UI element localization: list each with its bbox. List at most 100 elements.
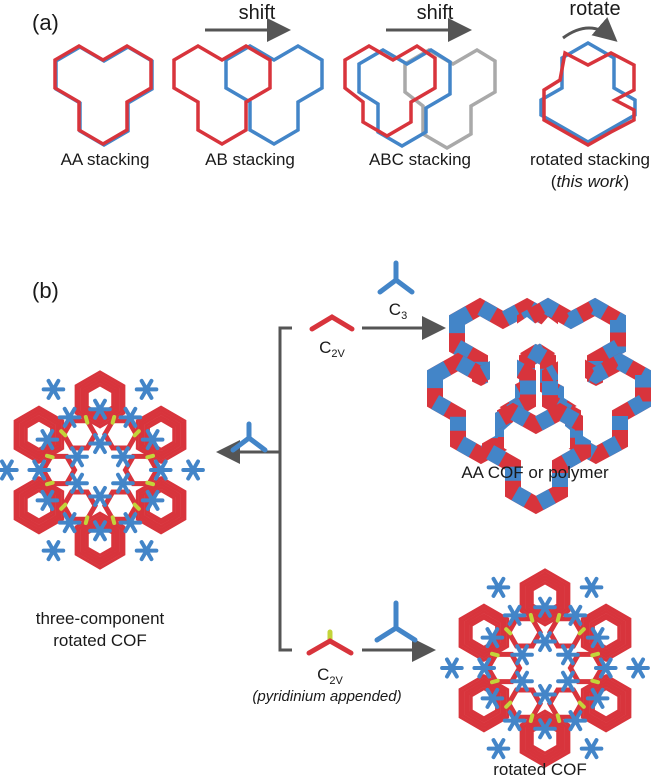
three-component-rotated-cof-structure bbox=[0, 370, 205, 570]
cof-node-star bbox=[472, 657, 497, 679]
c2v-label: C2V bbox=[319, 338, 345, 360]
cof-node-star bbox=[134, 540, 159, 562]
cof-pyridinium-stub bbox=[555, 612, 562, 623]
caption-abc-stacking: ABC stacking bbox=[368, 150, 472, 169]
cof-node-star bbox=[510, 670, 534, 692]
cof-node-star bbox=[486, 738, 511, 760]
cof-pyridinium-stub bbox=[590, 651, 601, 658]
c3-linker-icon bbox=[377, 260, 415, 295]
cof-pyridinium-stub bbox=[577, 700, 586, 709]
cof-node-star bbox=[181, 459, 205, 481]
c3-label: C3 bbox=[388, 300, 408, 322]
cof-pore-stack bbox=[74, 370, 126, 429]
cof-pyridinium-stub bbox=[504, 700, 513, 709]
cof-pyridinium-stub bbox=[132, 502, 141, 511]
cof-pyridinium-stub bbox=[83, 515, 90, 526]
cof-pore-stack bbox=[135, 476, 187, 535]
cof-pyridinium-stub bbox=[577, 627, 586, 636]
cof-node-star bbox=[480, 627, 505, 649]
cof-pyridinium-stub bbox=[489, 678, 500, 685]
cof-node-star bbox=[556, 670, 580, 692]
cof-node-star bbox=[35, 429, 60, 451]
cof-node-star bbox=[88, 520, 112, 542]
cof-pyridinium-stub bbox=[528, 612, 535, 623]
cof-node-star bbox=[533, 683, 557, 705]
cof-node-star bbox=[486, 576, 511, 598]
cof-node-star bbox=[480, 687, 505, 709]
shift-label-1: shift bbox=[238, 2, 276, 24]
c2v-pyridinium-label: C2V bbox=[317, 665, 343, 687]
caption-line-2: rotated COF bbox=[53, 631, 147, 650]
c3-linker-icon-bottom bbox=[374, 600, 418, 643]
cof-node-star bbox=[65, 446, 89, 468]
cof-node-star bbox=[585, 627, 610, 649]
cof-node-star bbox=[111, 446, 135, 468]
cof-pyridinium-stub bbox=[59, 429, 68, 438]
cof-node-star bbox=[118, 406, 143, 428]
cof-pyridinium-stub bbox=[145, 453, 156, 460]
cof-node-star bbox=[510, 644, 534, 666]
cof-node-star bbox=[41, 378, 66, 400]
rotate-label: rotate bbox=[569, 0, 621, 20]
cof-node-star bbox=[118, 512, 143, 534]
cof-pyridinium-stub bbox=[110, 414, 117, 425]
rotate-arrow bbox=[562, 17, 618, 42]
cof-pyridinium-stub bbox=[590, 678, 601, 685]
cof-node-star bbox=[57, 406, 82, 428]
c3-linker-icon-left bbox=[230, 421, 268, 453]
cof-pyridinium-stub bbox=[83, 414, 90, 425]
cof-node-star bbox=[593, 657, 618, 679]
cof-pyridinium-stub bbox=[44, 480, 55, 487]
cof-node-star bbox=[148, 459, 173, 481]
pyridinium-note: (pyridinium appended) bbox=[252, 688, 402, 705]
cof-pyridinium-stub bbox=[59, 502, 68, 511]
bracket bbox=[278, 326, 292, 652]
aa-stacking-shape bbox=[53, 43, 154, 148]
cof-node-star bbox=[65, 472, 89, 494]
cof-node-star bbox=[502, 710, 527, 732]
cof-node-star bbox=[533, 718, 557, 740]
cof-pore-stack bbox=[13, 476, 65, 535]
panel-a-graphics bbox=[53, 17, 637, 151]
cof-node-star bbox=[57, 512, 82, 534]
cof-pore-stack bbox=[135, 405, 187, 464]
caption-this-work: (this work) bbox=[550, 172, 630, 191]
cof-pyridinium-stub bbox=[528, 713, 535, 724]
cof-node-star bbox=[140, 429, 165, 451]
caption-aa-stacking: AA stacking bbox=[60, 150, 150, 169]
cof-pyridinium-stub bbox=[504, 627, 513, 636]
panel-a-label: (a) bbox=[32, 10, 59, 35]
cof-pyridinium-stub bbox=[145, 480, 156, 487]
cof-node-star bbox=[35, 489, 60, 511]
ab-stacking-shape bbox=[172, 43, 324, 147]
cof-node-star bbox=[579, 576, 604, 598]
cof-node-star bbox=[556, 644, 580, 666]
abc-stacking-shape bbox=[343, 43, 497, 151]
cof-node-star bbox=[140, 489, 165, 511]
cof-pore-stack bbox=[580, 603, 632, 662]
cof-node-star bbox=[0, 459, 19, 481]
c2v-pyridinium-monomer-icon bbox=[306, 629, 354, 656]
aa-cof-structure bbox=[427, 297, 651, 515]
caption-ab-stacking: AB stacking bbox=[205, 150, 295, 169]
cof-pyridinium-stub bbox=[489, 651, 500, 658]
cof-pore-stack bbox=[519, 568, 571, 627]
cof-pyridinium-stub bbox=[132, 429, 141, 438]
caption-rotated-stacking: rotated stacking bbox=[529, 150, 650, 169]
cof-pore-stack bbox=[74, 511, 126, 570]
rotated-stacking-shape bbox=[539, 40, 637, 148]
cof-pyridinium-stub bbox=[555, 713, 562, 724]
cof-node-star bbox=[111, 472, 135, 494]
cof-node-star bbox=[533, 631, 557, 653]
cof-node-star bbox=[533, 596, 557, 618]
shift-label-2: shift bbox=[416, 2, 454, 24]
cof-node-star bbox=[502, 604, 527, 626]
cof-node-star bbox=[27, 459, 52, 481]
this-work-italic: this work bbox=[556, 172, 624, 191]
cof-node-star bbox=[563, 710, 588, 732]
cof-pore-stack bbox=[13, 405, 65, 464]
cof-node-star bbox=[579, 738, 604, 760]
cof-node-star bbox=[88, 485, 112, 507]
cof-node-star bbox=[88, 433, 112, 455]
